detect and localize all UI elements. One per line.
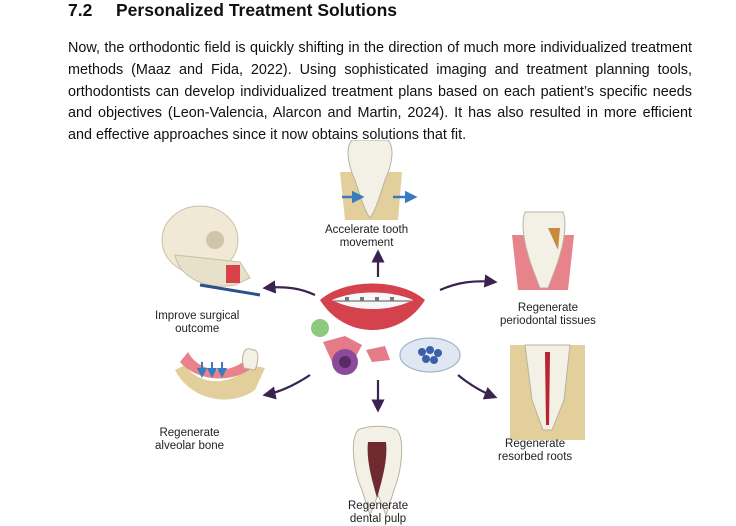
dental-pulp-tooth-illustration	[352, 425, 403, 517]
label-regenerate-periodontal-tissues: Regenerate periodontal tissues	[500, 302, 596, 327]
section-heading: 7.2 Personalized Treatment Solutions	[68, 0, 397, 21]
tooth-movement-illustration	[340, 140, 418, 220]
label-regenerate-dental-pulp: Regenerate dental pulp	[348, 500, 409, 525]
petri-dish-illustration	[399, 337, 461, 373]
skull-illustration	[161, 205, 261, 297]
mouth-braces-illustration	[320, 283, 425, 330]
relationship-arrows	[262, 249, 498, 413]
body-paragraph: Now, the orthodontic field is quickly sh…	[68, 40, 692, 144]
alveolar-bone-illustration	[175, 348, 265, 400]
label-regenerate-alveolar-bone: Regenerate alveolar bone	[155, 427, 225, 452]
treatment-figure: Accelerate tooth movement Improve surgic…	[140, 140, 620, 525]
section-title: Personalized Treatment Solutions	[116, 0, 398, 20]
label-accelerate-tooth-movement: Accelerate tooth movement	[325, 224, 409, 249]
section-number: 7.2	[68, 0, 93, 20]
stem-cells-illustration	[311, 319, 390, 375]
label-regenerate-resorbed-roots: Regenerate resorbed roots	[498, 438, 573, 463]
figure-illustration	[161, 140, 585, 517]
periodontal-tooth-illustration	[512, 211, 574, 290]
label-improve-surgical-outcome: Improve surgical outcome	[155, 310, 240, 335]
resorbed-root-illustration	[510, 344, 585, 440]
